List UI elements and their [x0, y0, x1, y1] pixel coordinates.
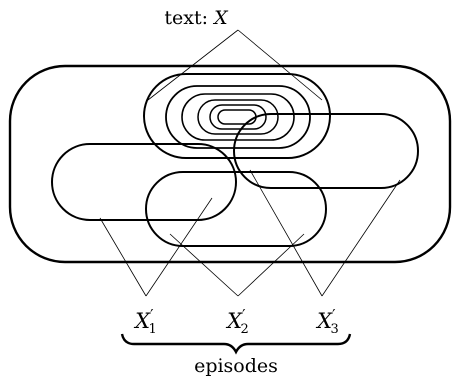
connector-x3-right — [321, 179, 401, 297]
episode-1-stadium — [51, 143, 237, 221]
text-stadium-5 — [209, 104, 267, 130]
connector-x1-right — [145, 197, 213, 297]
outer-container — [8, 64, 452, 264]
text-stadium-3 — [181, 93, 295, 141]
episode-3-stadium — [233, 113, 419, 189]
connector-x3-left — [249, 169, 323, 297]
connector-x2-right — [237, 233, 305, 297]
episode-label-1: X′1 — [133, 306, 157, 337]
connector-x1-left — [99, 217, 147, 297]
text-x-label: text: X — [164, 7, 229, 29]
text-stadium-2 — [165, 85, 311, 149]
connector-x2-left — [169, 233, 239, 297]
episode-connectors — [99, 169, 401, 297]
episode-label-3: X′3 — [315, 306, 339, 337]
text-stadium-1 — [143, 73, 331, 159]
episodes-brace — [120, 333, 352, 355]
text-stadium-6 — [217, 109, 257, 125]
nested-text-stadiums — [143, 73, 331, 159]
episode-2-stadium — [145, 171, 327, 247]
episode-label-2: X′2 — [225, 306, 249, 337]
episodes-label: episodes — [194, 355, 278, 377]
